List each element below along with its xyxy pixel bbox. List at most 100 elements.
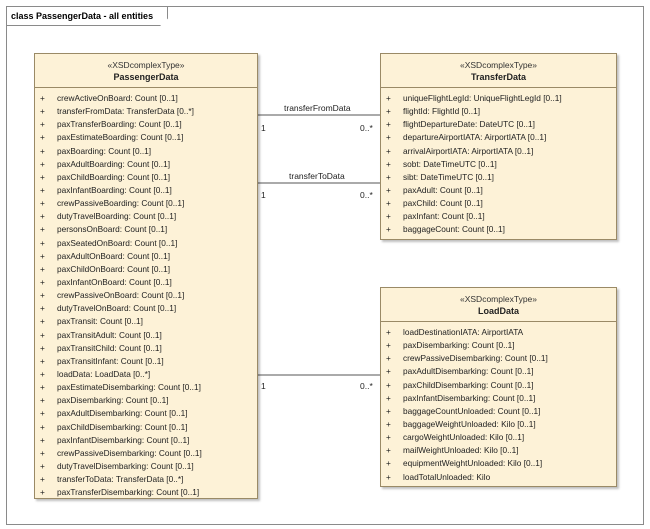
visibility-marker: + xyxy=(386,106,391,117)
attribute-text: crewActiveOnBoard: Count [0..1] xyxy=(57,93,178,103)
attribute-text: dutyTravelDisembarking: Count [0..1] xyxy=(57,460,194,471)
class-transfer-data[interactable]: «XSDcomplexType» TransferData +uniqueFli… xyxy=(380,53,617,240)
attribute-text: crewPassiveOnBoard: Count [0..1] xyxy=(57,290,185,301)
attribute-row: +paxTransferBoarding: Count [0..1] xyxy=(35,118,257,131)
multiplicity-target: 0..* xyxy=(360,190,373,200)
visibility-marker: + xyxy=(40,250,45,261)
visibility-marker: + xyxy=(386,132,391,143)
multiplicity-source: 1 xyxy=(261,123,266,133)
visibility-marker: + xyxy=(386,379,391,390)
attribute-row: +paxAdultBoarding: Count [0..1] xyxy=(35,158,257,171)
class-divider xyxy=(35,87,257,88)
attribute-text: paxAdultDisembarking: Count [0..1] xyxy=(57,408,188,419)
visibility-marker: + xyxy=(386,224,391,235)
visibility-marker: + xyxy=(40,198,45,209)
class-divider xyxy=(381,321,616,322)
multiplicity-target: 0..* xyxy=(360,123,373,133)
attribute-row: + paxChild: Count [0..1] xyxy=(381,197,616,210)
attribute-row: +paxTransit: Count [0..1] xyxy=(35,315,257,328)
association-label-transfer-from: transferFromData xyxy=(284,103,351,113)
attribute-text: paxAdult: Count [0..1] xyxy=(403,184,483,195)
visibility-marker: + xyxy=(40,355,45,366)
visibility-marker: + xyxy=(386,119,391,130)
attribute-text: loadTotalUnloaded: Kilo xyxy=(403,471,491,482)
attribute-text: paxTransitAdult: Count [0..1] xyxy=(57,329,162,340)
attribute-text: departureAirportIATA: AirportIATA [0..1] xyxy=(403,132,547,143)
attribute-row: +paxEstimateBoarding: Count [0..1] xyxy=(35,131,257,144)
attribute-text: sibt: DateTimeUTC [0..1] xyxy=(403,171,494,182)
attribute-row: + baggageCount: Count [0..1] xyxy=(381,223,616,236)
attribute-text: paxInfantDisembarking: Count [0..1] xyxy=(403,392,536,403)
attribute-text: crewPassiveDisembarking: Count [0..1] xyxy=(403,353,548,364)
diagram-title: class PassengerData - all entities xyxy=(7,7,168,26)
visibility-marker: + xyxy=(386,405,391,416)
attribute-row: +baggageWeightUnloaded: Kilo [0..1] xyxy=(381,418,616,431)
class-name: LoadData xyxy=(477,306,519,316)
attribute-row: + sobt: DateTimeUTC [0..1] xyxy=(381,158,616,171)
attribute-text: paxInfantBoarding: Count [0..1] xyxy=(57,184,172,195)
class-header: «XSDcomplexType» LoadData xyxy=(381,288,616,317)
visibility-marker: + xyxy=(386,198,391,209)
attribute-row: +paxTransitInfant: Count [0..1] xyxy=(35,355,257,368)
attribute-text: uniqueFlightLegId: UniqueFlightLegId [0.… xyxy=(403,93,562,103)
attribute-text: paxChildOnBoard: Count [0..1] xyxy=(57,263,170,274)
visibility-marker: + xyxy=(386,445,391,456)
attribute-row: +dutyTravelBoarding: Count [0..1] xyxy=(35,210,257,223)
visibility-marker: + xyxy=(40,382,45,393)
attribute-row: +paxChildDisembarking: Count [0..1] xyxy=(381,379,616,392)
attribute-text: paxBoarding: Count [0..1] xyxy=(57,145,152,156)
attribute-row: +paxInfantOnBoard: Count [0..1] xyxy=(35,276,257,289)
attribute-text: arrivalAirportIATA: AirportIATA [0..1] xyxy=(403,145,534,156)
attribute-row: +mailWeightUnloaded: Kilo [0..1] xyxy=(381,444,616,457)
attribute-list: +loadDestinationIATA: AirportIATA+paxDis… xyxy=(381,322,616,484)
attribute-row: +loadTotalUnloaded: Kilo xyxy=(381,471,616,484)
visibility-marker: + xyxy=(40,132,45,143)
attribute-row: +paxTransferDisembarking: Count [0..1] xyxy=(35,486,257,499)
class-name: PassengerData xyxy=(113,72,179,82)
attribute-row: + paxChildOnBoard: Count [0..1] xyxy=(35,263,257,276)
visibility-marker: + xyxy=(40,106,45,117)
attribute-row: +transferToData: TransferData [0..*] xyxy=(35,473,257,486)
visibility-marker: + xyxy=(40,276,45,287)
visibility-marker: + xyxy=(40,474,45,485)
visibility-marker: + xyxy=(40,237,45,248)
attribute-row: +loadData: LoadData [0..*] xyxy=(35,368,257,381)
attribute-row: +uniqueFlightLegId: UniqueFlightLegId [0… xyxy=(381,92,616,105)
visibility-marker: + xyxy=(40,447,45,458)
visibility-marker: + xyxy=(386,171,391,182)
visibility-marker: + xyxy=(386,418,391,429)
visibility-marker: + xyxy=(40,421,45,432)
attribute-row: +paxDisembarking: Count [0..1] xyxy=(35,394,257,407)
attribute-text: equipmentWeightUnloaded: Kilo [0..1] xyxy=(403,458,543,469)
attribute-text: baggageCount: Count [0..1] xyxy=(403,224,505,235)
class-header: «XSDcomplexType» PassengerData xyxy=(35,54,257,83)
visibility-marker: + xyxy=(40,460,45,471)
attribute-text: transferFromData: TransferData [0..*] xyxy=(57,106,194,117)
visibility-marker: + xyxy=(40,171,45,182)
attribute-text: paxAdultBoarding: Count [0..1] xyxy=(57,158,171,169)
attribute-row: +paxBoarding: Count [0..1] xyxy=(35,145,257,158)
visibility-marker: + xyxy=(386,340,391,351)
attribute-row: +paxSeatedOnBoard: Count [0..1] xyxy=(35,237,257,250)
visibility-marker: + xyxy=(40,342,45,353)
attribute-row: +flightId: FlightId [0..1] xyxy=(381,105,616,118)
visibility-marker: + xyxy=(40,93,45,103)
class-load-data[interactable]: «XSDcomplexType» LoadData +loadDestinati… xyxy=(380,287,617,487)
attribute-text: sobt: DateTimeUTC [0..1] xyxy=(403,158,497,169)
class-passenger-data[interactable]: «XSDcomplexType» PassengerData + crewActi… xyxy=(34,53,258,499)
attribute-row: +paxAdultDisembarking: Count [0..1] xyxy=(381,365,616,378)
attribute-list: +crewActiveOnBoard: Count [0..1]+transfe… xyxy=(35,88,257,499)
attribute-row: +personsOnBoard: Count [0..1] xyxy=(35,223,257,236)
visibility-marker: + xyxy=(40,263,45,274)
attribute-text: paxInfantDisembarking: Count [0..1] xyxy=(57,434,190,445)
attribute-text: paxChildBoarding: Count [0..1] xyxy=(57,171,171,182)
class-stereotype: «XSDcomplexType» xyxy=(107,60,185,70)
visibility-marker: + xyxy=(40,211,45,222)
attribute-text: paxInfant: Count [0..1] xyxy=(403,211,485,222)
attribute-text: paxChild: Count [0..1] xyxy=(403,198,483,209)
attribute-text: paxTransferBoarding: Count [0..1] xyxy=(57,119,182,130)
attribute-row: +equipmentWeightUnloaded: Kilo [0..1] xyxy=(381,457,616,470)
visibility-marker: + xyxy=(386,158,391,169)
multiplicity-source: 1 xyxy=(261,190,266,200)
